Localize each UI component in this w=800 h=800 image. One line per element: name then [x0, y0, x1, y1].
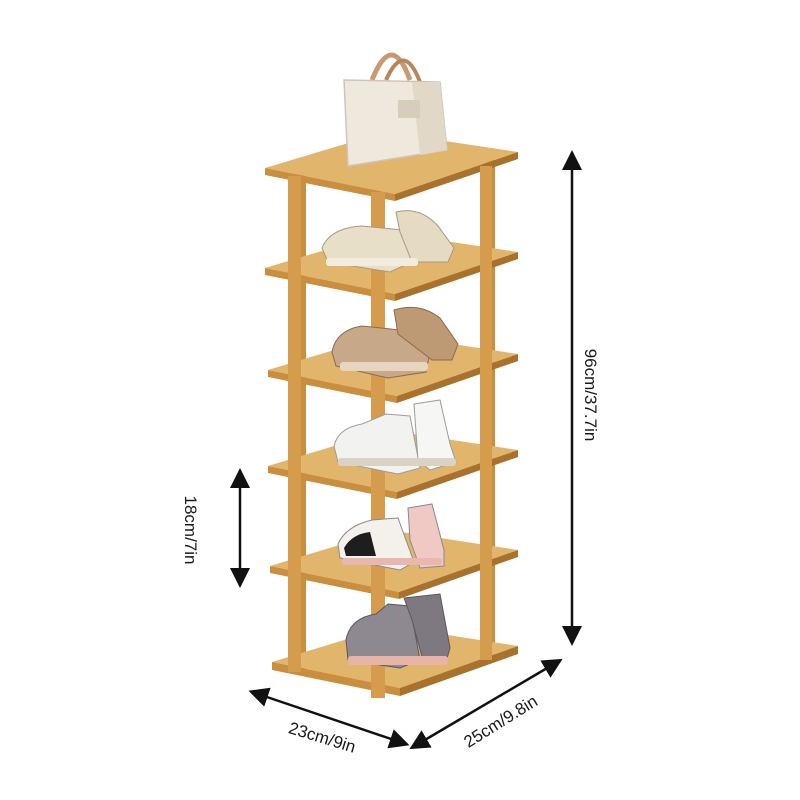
height-label: 96cm/37.7in [581, 348, 600, 442]
width-arrow [248, 687, 410, 749]
depth-arrow [409, 658, 563, 750]
shoes-tier-6 [345, 593, 451, 669]
front-right-post [480, 166, 492, 660]
tier-gap-label: 18cm/7in [181, 495, 200, 565]
shoes-tier-4 [333, 399, 457, 475]
front-left-post [288, 176, 301, 672]
shoes-tier-5 [337, 503, 445, 571]
handbag-image [343, 52, 448, 167]
shoes-tier-3 [331, 306, 459, 379]
shoes-tier-2 [321, 210, 455, 273]
